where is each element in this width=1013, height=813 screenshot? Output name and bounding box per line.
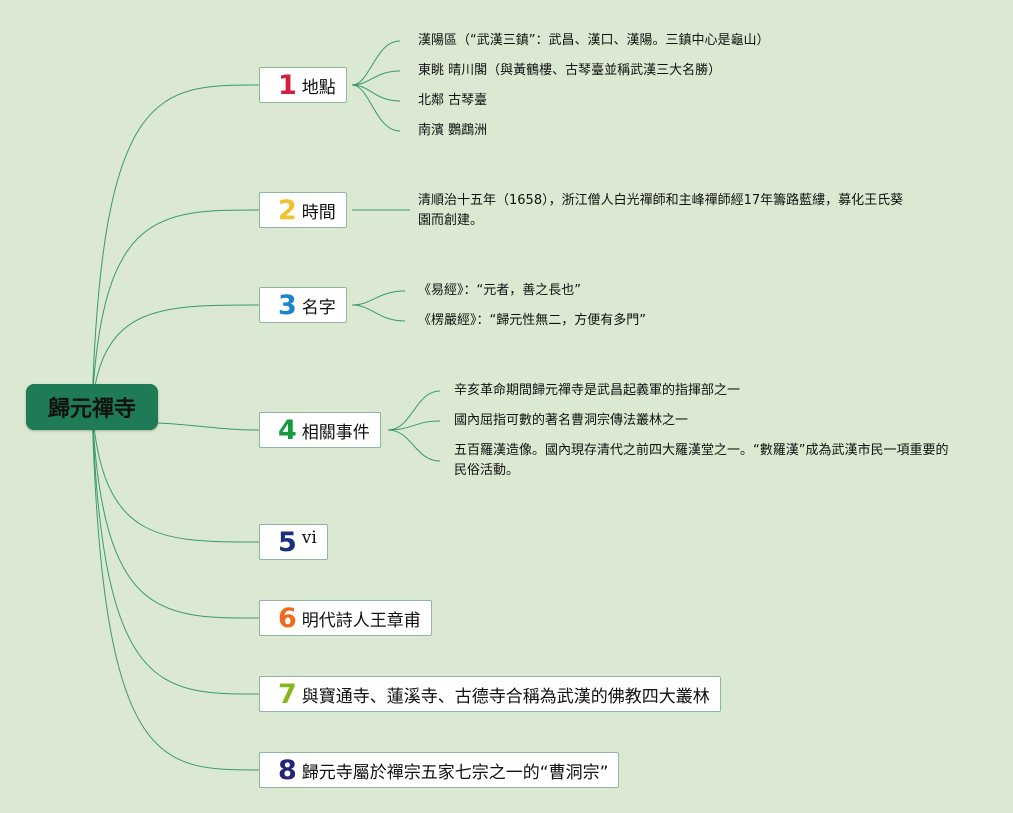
branch-label-events: 相關事件 bbox=[301, 422, 370, 443]
leaf-link-location-2 bbox=[351, 70, 401, 86]
root-link-5 bbox=[91, 406, 260, 543]
root-label: 歸元禪寺 bbox=[47, 397, 136, 422]
leaf-link-location-4 bbox=[351, 84, 401, 132]
leaf-link-events-1 bbox=[387, 390, 441, 431]
branch-node-name[interactable]: 3 名字 bbox=[259, 287, 347, 323]
root-link-2 bbox=[91, 209, 260, 408]
branch-number-3: 3 bbox=[278, 289, 297, 321]
leaf-link-name-2 bbox=[351, 304, 406, 322]
branch-label-location: 地點 bbox=[301, 77, 336, 98]
root-node[interactable]: 歸元禪寺 bbox=[26, 384, 158, 430]
leaf-link-events-3 bbox=[387, 429, 441, 462]
root-link-7 bbox=[91, 406, 260, 695]
leaf-location-4[interactable]: 南濱 鸚鵡洲 bbox=[418, 123, 488, 138]
branch-number-8: 8 bbox=[278, 754, 297, 786]
branch-number-1: 1 bbox=[278, 69, 297, 101]
branch-number-6: 6 bbox=[278, 602, 297, 634]
branch-node-caodong[interactable]: 8 歸元寺屬於禪宗五家七宗之一的“曹洞宗” bbox=[259, 752, 620, 788]
branch-number-2: 2 bbox=[278, 194, 297, 226]
branch-node-time[interactable]: 2 時間 bbox=[259, 192, 347, 228]
root-link-4 bbox=[157, 422, 260, 431]
branch-label-four-temples: 與寶通寺、蓮溪寺、古德寺合稱為武漢的佛教四大叢林 bbox=[301, 686, 710, 707]
root-link-8 bbox=[91, 406, 260, 771]
leaf-location-1[interactable]: 漢陽區（“武漢三鎮”：武昌、漢口、漢陽。三鎮中心是龜山） bbox=[418, 33, 770, 48]
branch-node-location[interactable]: 1 地點 bbox=[259, 67, 347, 103]
leaf-location-3[interactable]: 北鄰 古琴臺 bbox=[418, 93, 488, 108]
branch-node-four-temples[interactable]: 7 與寶通寺、蓮溪寺、古德寺合稱為武漢的佛教四大叢林 bbox=[259, 676, 721, 712]
branch-label-vi: vi bbox=[301, 528, 317, 548]
root-link-1 bbox=[91, 84, 260, 408]
leaf-name-2[interactable]: 《楞嚴經》：“歸元性無二，方便有多門” bbox=[418, 313, 646, 328]
branch-node-vi[interactable]: 5 vi bbox=[259, 524, 328, 560]
branch-node-poet[interactable]: 6 明代詩人王章甫 bbox=[259, 600, 432, 636]
branch-label-time: 時間 bbox=[301, 202, 336, 223]
leaf-events-3[interactable]: 五百羅漢造像。國內現存清代之前四大羅漢堂之一。“數羅漢”成為武漢市民一項重要的民… bbox=[454, 443, 949, 478]
leaf-name-1[interactable]: 《易經》：“元者，善之長也” bbox=[418, 283, 581, 298]
branch-number-4: 4 bbox=[278, 414, 297, 446]
branch-number-5: 5 bbox=[278, 526, 297, 558]
branch-label-poet: 明代詩人王章甫 bbox=[301, 610, 421, 631]
leaf-location-2[interactable]: 東眺 晴川閣（與黃鶴樓、古琴臺並稱武漢三大名勝） bbox=[418, 63, 722, 78]
leaf-link-events-2 bbox=[387, 420, 441, 431]
leaf-events-1[interactable]: 辛亥革命期間歸元禪寺是武昌起義軍的指揮部之一 bbox=[454, 383, 741, 398]
leaf-time-1[interactable]: 清順治十五年（1658），浙江僧人白光禪師和主峰禪師經17年籌路藍縷，募化王氏葵… bbox=[418, 193, 904, 228]
branch-node-events[interactable]: 4 相關事件 bbox=[259, 412, 381, 448]
leaf-link-name-1 bbox=[351, 290, 406, 306]
branch-number-7: 7 bbox=[278, 678, 297, 710]
branch-label-name: 名字 bbox=[301, 297, 336, 318]
root-link-3 bbox=[91, 304, 260, 408]
root-link-6 bbox=[91, 406, 260, 619]
leaf-events-2[interactable]: 國內屈指可數的著名曹洞宗傳法叢林之一 bbox=[454, 413, 689, 428]
leaf-link-location-1 bbox=[351, 40, 401, 86]
branch-label-caodong: 歸元寺屬於禪宗五家七宗之一的“曹洞宗” bbox=[301, 762, 609, 783]
